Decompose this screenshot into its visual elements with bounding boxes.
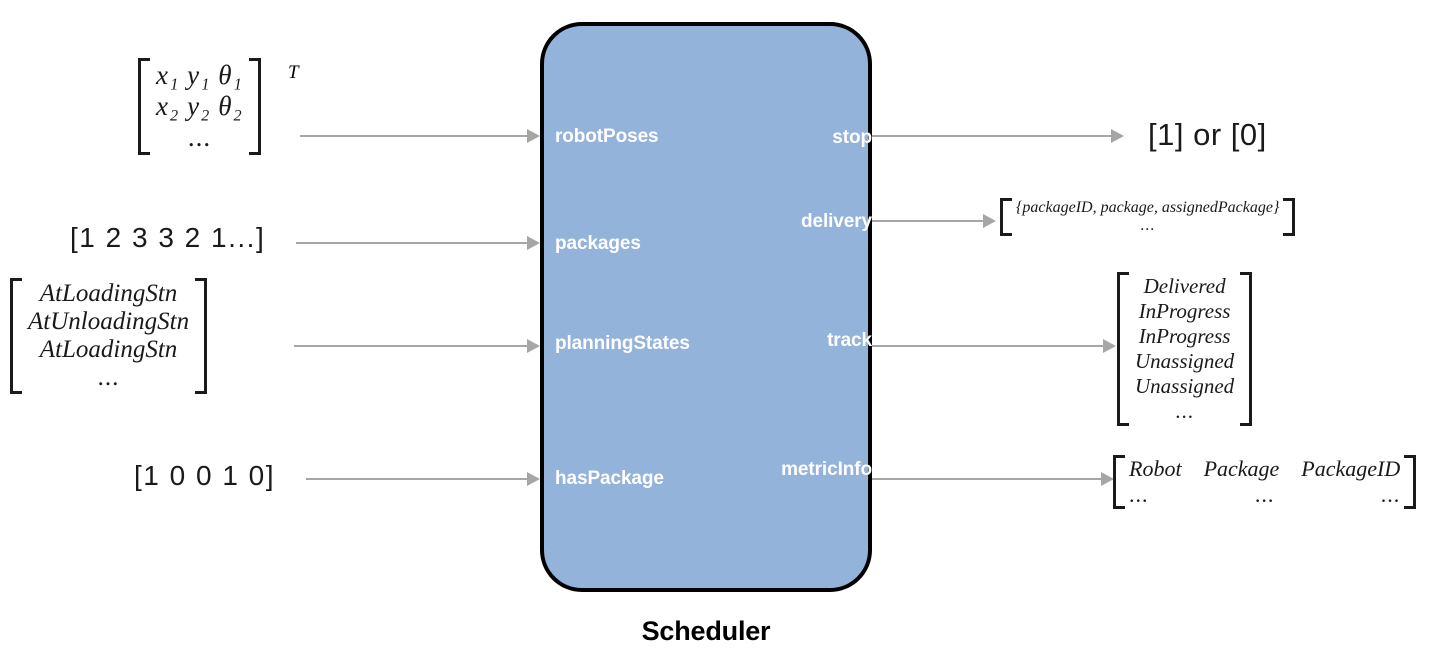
- metricinfo-dots-cell: ...: [1380, 482, 1401, 507]
- bracket-right: [1404, 455, 1417, 509]
- port-label-track: track: [827, 330, 872, 351]
- arrow-shaft: [300, 135, 527, 137]
- matrix-row: AtUnloadingStn: [28, 308, 190, 335]
- arrow-shaft: [872, 345, 1103, 347]
- arrow-head: [983, 214, 996, 228]
- arrow-planningstates: [294, 339, 540, 353]
- matrix-row: AtLoadingStn: [39, 336, 178, 363]
- arrow-metricinfo: [872, 472, 1114, 486]
- matrix-rows: {packageID, package, assignedPackage} ..…: [1012, 198, 1283, 236]
- transpose-superscript: T: [288, 62, 299, 89]
- metricinfo-dots-row: ... ... ...: [1129, 482, 1400, 508]
- matrix-row: InProgress: [1138, 299, 1231, 323]
- matrix-row: Unassigned: [1135, 374, 1235, 398]
- arrow-shaft: [872, 220, 983, 222]
- port-label-delivery: delivery: [800, 211, 872, 232]
- arrow-packages: [296, 236, 540, 250]
- bracket-left: [1117, 272, 1129, 426]
- matrix-row: Unassigned: [1135, 349, 1235, 373]
- metricinfo-header-cell: Package: [1203, 456, 1280, 481]
- input-value-planningstates: AtLoadingStn AtUnloadingStn AtLoadingStn…: [10, 278, 208, 394]
- arrow-head: [527, 339, 540, 353]
- matrix-row: ...: [187, 122, 212, 152]
- arrow-shaft: [872, 135, 1111, 137]
- arrow-track: [872, 339, 1116, 353]
- arrow-shaft: [296, 242, 527, 244]
- matrix-rows: x₁ y₁ θ₁ x₂ y₂ θ₂ ...: [150, 58, 249, 155]
- scheduler-block: [540, 22, 872, 592]
- metricinfo-dots-cell: ...: [1129, 482, 1149, 507]
- matrix-row: AtLoadingStn: [39, 280, 178, 307]
- arrow-haspackage: [306, 472, 540, 486]
- matrix-row: ...: [1175, 399, 1194, 423]
- bracket-left: [1113, 455, 1125, 509]
- matrix-row: Delivered: [1143, 274, 1226, 298]
- arrow-shaft: [872, 478, 1101, 480]
- matrix-rows: Robot Package PackageID ... ... ...: [1125, 455, 1404, 509]
- arrow-head: [1103, 339, 1116, 353]
- arrow-shaft: [294, 345, 527, 347]
- arrow-head: [1101, 472, 1114, 486]
- arrow-delivery: [872, 214, 996, 228]
- bracket-left: [1000, 198, 1012, 236]
- matrix-rows: AtLoadingStn AtUnloadingStn AtLoadingStn…: [22, 278, 195, 394]
- matrix-row: {packageID, package, assignedPackage}: [1016, 199, 1280, 216]
- arrow-head: [527, 472, 540, 486]
- arrow-stop: [872, 129, 1124, 143]
- matrix-row: InProgress: [1138, 324, 1231, 348]
- output-value-delivery: {packageID, package, assignedPackage} ..…: [1000, 198, 1296, 236]
- matrix-row: ...: [1140, 217, 1156, 234]
- metricinfo-header-cell: Robot: [1129, 456, 1182, 481]
- arrow-head: [527, 236, 540, 250]
- metricinfo-dots-cell: ...: [1254, 482, 1275, 507]
- port-label-packages: packages: [555, 233, 641, 254]
- matrix-row: ...: [97, 364, 120, 391]
- port-label-stop: stop: [832, 127, 872, 148]
- arrow-shaft: [306, 478, 527, 480]
- bracket-right: [195, 278, 208, 394]
- port-label-planningstates: planningStates: [555, 333, 690, 354]
- arrow-head: [527, 129, 540, 143]
- bracket-right: [248, 58, 261, 155]
- output-value-track: Delivered InProgress InProgress Unassign…: [1117, 272, 1253, 426]
- metricinfo-header-cell: PackageID: [1301, 456, 1401, 481]
- output-value-metricinfo: Robot Package PackageID ... ... ...: [1113, 455, 1417, 509]
- arrow-head: [1111, 129, 1124, 143]
- bracket-left: [10, 278, 22, 394]
- arrow-robotposes: [300, 129, 540, 143]
- input-value-haspackage: [1 0 0 1 0]: [134, 460, 276, 491]
- input-value-packages: [1 2 3 3 2 1...]: [70, 222, 266, 253]
- bracket-right: [1283, 198, 1296, 236]
- scheduler-caption: Scheduler: [641, 616, 771, 646]
- port-label-metricinfo: metricInfo: [781, 459, 872, 480]
- matrix-rows: Delivered InProgress InProgress Unassign…: [1129, 272, 1240, 426]
- output-value-stop: [1] or [0]: [1148, 117, 1267, 152]
- input-value-robotposes: x₁ y₁ θ₁ x₂ y₂ θ₂ ...: [138, 58, 261, 155]
- port-label-haspackage: hasPackage: [555, 468, 664, 489]
- bracket-left: [138, 58, 150, 155]
- matrix-row: x₂ y₂ θ₂: [156, 91, 243, 121]
- transpose-label: T: [288, 62, 299, 83]
- matrix-row: x₁ y₁ θ₁: [156, 60, 243, 90]
- metricinfo-header-row: Robot Package PackageID: [1129, 456, 1400, 482]
- bracket-right: [1240, 272, 1253, 426]
- port-label-robotposes: robotPoses: [555, 126, 659, 147]
- metricinfo-grid: Robot Package PackageID ... ... ...: [1129, 456, 1400, 508]
